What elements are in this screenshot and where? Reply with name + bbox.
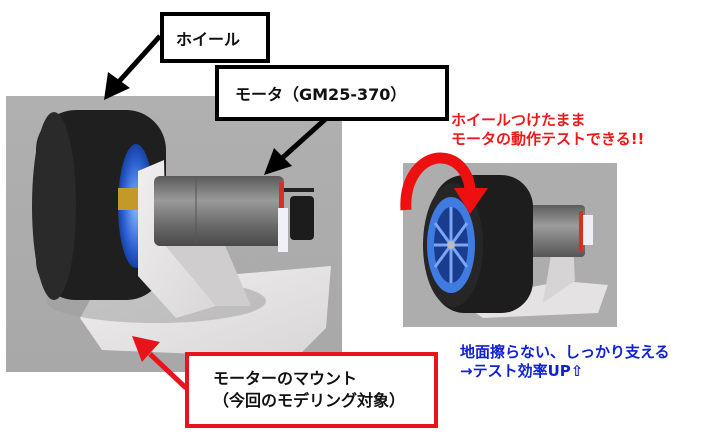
- blue-note-line2: →テスト効率UP⇧: [460, 362, 584, 380]
- red-note-line1: ホイールつけたまま: [451, 111, 586, 129]
- red-note-line2: モータの動作テストできる!!: [451, 130, 645, 148]
- motor-callout: モータ（GM25-370）: [215, 65, 449, 121]
- motor-callout-label: モータ（GM25-370）: [235, 85, 407, 104]
- main-render: [6, 96, 342, 372]
- wheel-callout: ホイール: [160, 12, 270, 63]
- motor-pointer-arrow-icon: [264, 113, 332, 175]
- red-note: ホイールつけたまま モータの動作テストできる!!: [451, 111, 644, 149]
- mount-callout: モーターのマウント （今回のモデリング対象）: [185, 352, 438, 428]
- mount-pointer-arrow-icon: [132, 336, 188, 390]
- blue-note: 地面擦らない、しっかり支える →テスト効率UP⇧: [460, 343, 670, 381]
- wheel-pointer-arrow-icon: [104, 34, 162, 100]
- mount-callout-line1: モーターのマウント: [213, 369, 358, 388]
- mount-callout-line2: （今回のモデリング対象）: [213, 391, 406, 410]
- blue-note-line1: 地面擦らない、しっかり支える: [460, 343, 670, 361]
- side-render: [403, 163, 617, 327]
- rotation-arrow-icon: [400, 152, 500, 222]
- wheel-callout-label: ホイール: [176, 29, 241, 49]
